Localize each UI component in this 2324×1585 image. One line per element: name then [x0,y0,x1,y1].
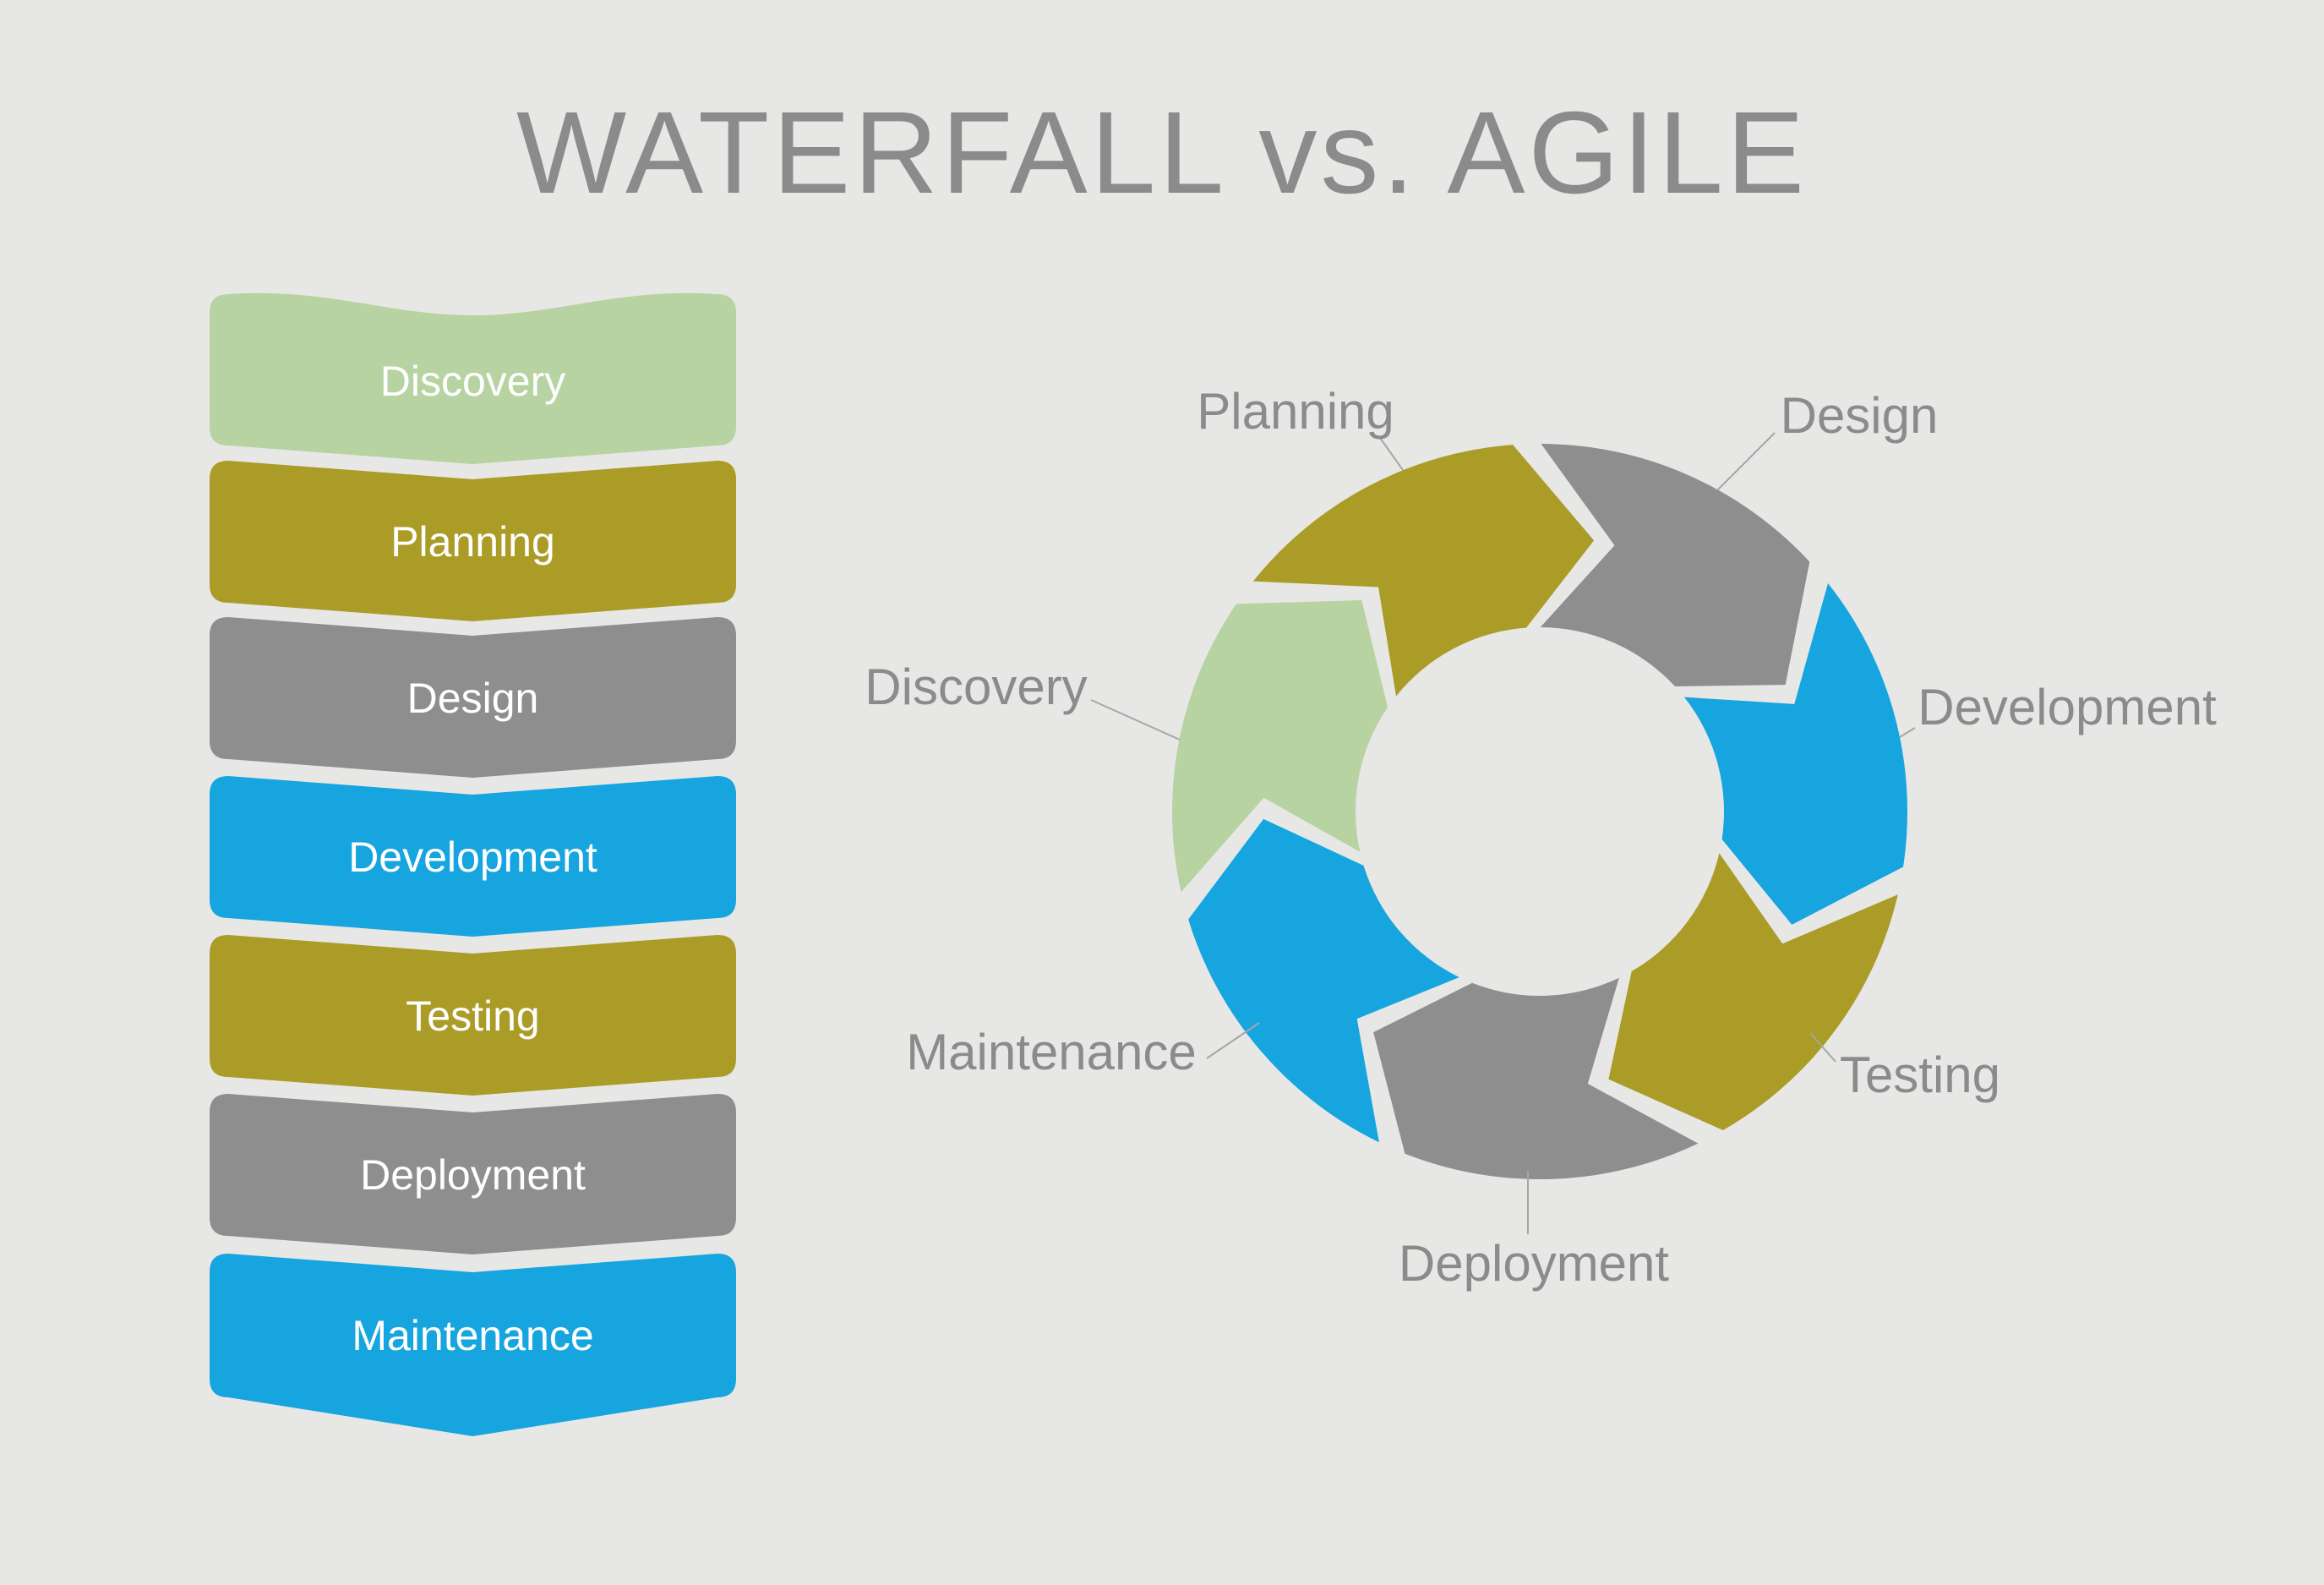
agile-segment-testing [1608,853,1898,1131]
agile-segment-deployment [1373,977,1699,1179]
agile-segment-development [1683,582,1907,925]
leader-lines [1090,432,1916,1234]
agile-wheel [1171,444,1907,1179]
waterfall-step-label-maintenance: Maintenance [352,1312,593,1359]
waterfall-step-label-discovery: Discovery [380,358,565,405]
waterfall-stack: DiscoveryPlanningDesignDevelopmentTestin… [210,292,736,1436]
leader-line-testing [1809,1032,1836,1063]
waterfall-step-maintenance [210,1254,736,1436]
agile-segment-planning [1252,445,1595,697]
agile-label-planning: Planning [1197,383,1394,440]
agile-label-discovery: Discovery [865,659,1087,715]
leader-line-discovery [1090,699,1181,741]
waterfall-step-testing [210,935,736,1096]
agile-label-maintenance: Maintenance [906,1024,1197,1080]
agile-label-development: Development [1918,679,2217,735]
waterfall-step-development [210,776,736,937]
agile-segment-discovery [1171,599,1388,893]
leader-line-design [1716,432,1776,491]
agile-label-deployment: Deployment [1399,1235,1669,1292]
agile-label-design: Design [1781,387,1939,444]
agile-segment-maintenance [1188,818,1459,1143]
leader-line-maintenance [1206,1022,1260,1059]
waterfall-step-label-design: Design [407,675,539,722]
agile-segment-design [1540,444,1810,686]
waterfall-step-discovery [210,292,736,464]
waterfall-step-deployment [210,1094,736,1254]
leader-line-planning [1379,437,1404,471]
page-title: WATERFALL vs. AGILE [516,88,1808,218]
waterfall-step-label-deployment: Deployment [360,1151,586,1199]
waterfall-step-label-planning: Planning [390,518,555,566]
waterfall-step-label-testing: Testing [406,992,539,1040]
waterfall-step-design [210,617,736,778]
leader-line-development [1899,727,1916,738]
waterfall-step-planning [210,461,736,621]
agile-label-testing: Testing [1840,1047,2000,1103]
waterfall-step-label-development: Development [348,833,597,881]
